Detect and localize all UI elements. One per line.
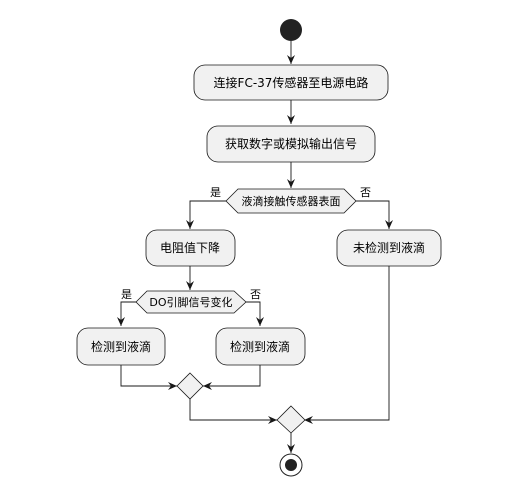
edge-decision1-no [356, 200, 393, 229]
edge-detected-left-merge1 [120, 365, 177, 390]
decision-contact-surface-label: 液滴接触传感器表面 [242, 194, 341, 208]
edge-merge1-merge2 [189, 399, 277, 424]
edge-detected-right-merge1 [203, 365, 261, 390]
edge-decision2-yes [117, 301, 136, 326]
branch-no-2: 否 [250, 288, 261, 301]
action-resistance-drop: 电阻值下降 [145, 229, 236, 267]
edge-notdetected-merge2 [304, 266, 390, 424]
action-connect-label: 连接FC-37传感器至电源电路 [214, 75, 369, 90]
action-detected-left-label: 检测到液滴 [91, 339, 151, 354]
branch-no-1: 否 [360, 186, 371, 199]
action-not-detected: 未检测到液滴 [336, 229, 442, 267]
merge-node-2 [276, 405, 306, 434]
action-connect: 连接FC-37传感器至电源电路 [193, 64, 389, 101]
decision-do-pin-change-label: DO引脚信号变化 [149, 295, 232, 309]
action-acquire-label: 获取数字或模拟输出信号 [225, 136, 357, 151]
action-not-detected-label: 未检测到液滴 [353, 240, 425, 255]
edge-decision1-yes [186, 200, 226, 229]
action-detected-right: 检测到液滴 [215, 327, 306, 366]
action-acquire: 获取数字或模拟输出信号 [206, 125, 376, 163]
edges [117, 41, 393, 453]
action-detected-right-label: 检测到液滴 [230, 339, 290, 354]
branch-yes-1: 是 [210, 186, 221, 199]
decision-do-pin-change: DO引脚信号变化 是 否 [121, 288, 261, 314]
merge-node-1 [176, 372, 204, 400]
action-resistance-drop-label: 电阻值下降 [160, 240, 220, 255]
end-node [279, 453, 303, 477]
action-detected-left: 检测到液滴 [76, 327, 166, 366]
branch-yes-2: 是 [121, 288, 132, 301]
edge-decision2-no [246, 301, 264, 326]
decision-contact-surface: 液滴接触传感器表面 是 否 [210, 186, 371, 214]
start-node [280, 19, 302, 41]
